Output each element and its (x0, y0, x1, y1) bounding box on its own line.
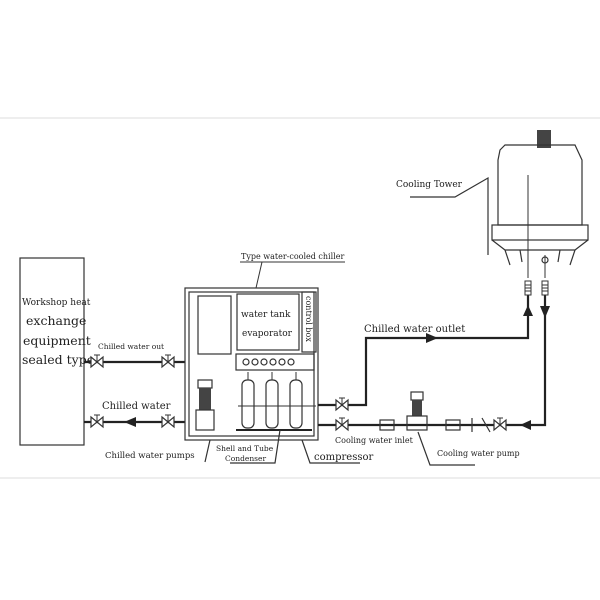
gauge-icons (242, 358, 295, 366)
compressor-icons (236, 372, 316, 431)
flexible-joint-icon (541, 280, 549, 296)
chilled-water-out-label: Chilled water out (98, 342, 164, 351)
water-tank-label: water tank (241, 310, 291, 320)
workshop-label-3: equipment (23, 333, 91, 348)
flexible-joint-icon (524, 280, 532, 296)
flow-arrow-icon (124, 417, 136, 427)
chiller-enclosure (184, 287, 319, 441)
gauge-panel (235, 353, 315, 371)
water-tank-evaporator (236, 293, 300, 351)
cooling-water-pump-icon (406, 391, 428, 431)
chilled-water-outlet-label: Chilled water outlet (364, 324, 465, 335)
compressor-label: compressor (314, 452, 373, 463)
cooling-tower-icon (491, 130, 589, 278)
cooling-water-pump-label: Cooling water pump (437, 449, 520, 458)
workshop-label-2: exchange (26, 313, 86, 328)
leader-line (410, 176, 489, 255)
evaporator-label: evaporator (242, 329, 293, 339)
flow-arrow-icon (523, 305, 533, 316)
flow-arrow-icon (540, 306, 550, 318)
shell-tube-label-2: Condenser (225, 454, 266, 463)
control-box (301, 291, 317, 353)
cooling-tower-label: Cooling Tower (396, 180, 463, 190)
leader-line (417, 431, 475, 466)
chilled-water-label: Chilled water (102, 401, 171, 412)
control-box-label: control box (304, 296, 313, 342)
chiller-title-label: Type water-cooled chiller (241, 252, 344, 261)
valve-icon (161, 414, 175, 428)
valve-icon (161, 354, 175, 368)
filter-icon (379, 419, 395, 431)
shell-tube-label-1: Shell and Tube (216, 444, 274, 453)
valve-icon (493, 417, 507, 431)
leader-line (255, 261, 263, 289)
chiller-panel (197, 295, 232, 355)
valve-icon (90, 414, 104, 428)
filter-icon (445, 419, 461, 431)
chilled-water-outlet-pipe (318, 295, 530, 407)
workshop-equipment-box (19, 257, 85, 446)
chilled-water-pump-icon (195, 379, 215, 431)
workshop-label-4: sealed type (22, 352, 94, 367)
valve-icon (335, 417, 349, 431)
check-valve-icon (471, 417, 491, 433)
cooling-water-inlet-label: Cooling water inlet (335, 436, 414, 445)
workshop-label-1: Workshop heat (22, 298, 91, 308)
flow-arrow-icon (426, 333, 438, 343)
valve-icon (335, 397, 349, 411)
flow-arrow-icon (520, 420, 531, 430)
leader-lines (204, 429, 360, 464)
chilled-water-pumps-label: Chilled water pumps (105, 451, 195, 461)
